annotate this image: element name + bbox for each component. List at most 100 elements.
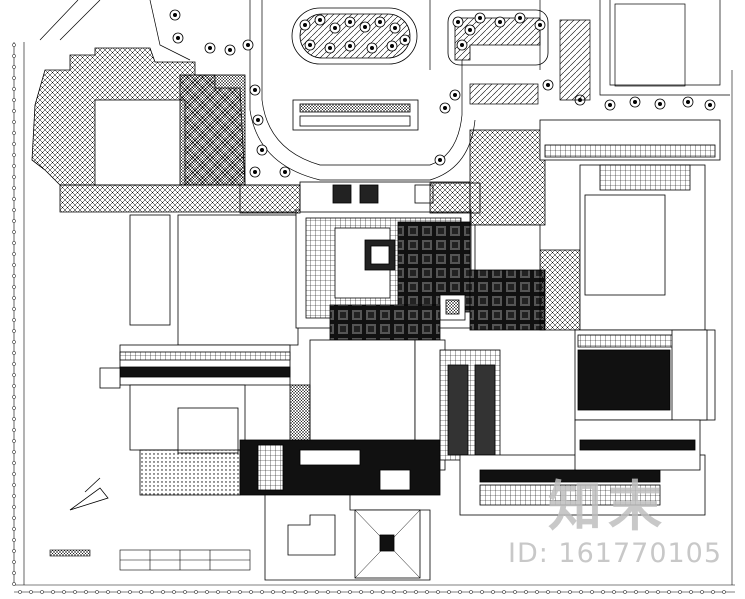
- grid-marker: [12, 153, 16, 157]
- grid-marker: [12, 175, 16, 179]
- grid-marker: [12, 197, 16, 201]
- grid-marker: [29, 590, 33, 594]
- watermark-logo: 知末: [548, 475, 668, 538]
- tree-center: [608, 103, 612, 107]
- tree-center: [546, 83, 550, 87]
- grid-marker: [12, 505, 16, 509]
- tree-symbols: [169, 9, 716, 178]
- grid-marker: [12, 560, 16, 564]
- grid-marker: [337, 590, 341, 594]
- grid-marker: [12, 351, 16, 355]
- grid-marker: [12, 428, 16, 432]
- tree-center: [176, 36, 180, 40]
- grid-marker: [73, 590, 77, 594]
- grid-marker: [183, 590, 187, 594]
- grid-marker: [128, 590, 132, 594]
- tree-center: [328, 46, 332, 50]
- grid-marker: [40, 590, 44, 594]
- grid-marker: [568, 590, 572, 594]
- tree-center: [390, 44, 394, 48]
- tree-center: [348, 20, 352, 24]
- grid-marker: [12, 120, 16, 124]
- grid-marker: [12, 186, 16, 190]
- grid-marker: [150, 590, 154, 594]
- grid-marker: [12, 472, 16, 476]
- grid-marker: [12, 483, 16, 487]
- grid-marker: [12, 43, 16, 47]
- grid-marker: [315, 590, 319, 594]
- grid-marker: [711, 590, 715, 594]
- grid-marker: [172, 590, 176, 594]
- grid-marker: [678, 590, 682, 594]
- grid-marker: [623, 590, 627, 594]
- lower-courtyard: [289, 339, 501, 471]
- tree-center: [658, 102, 662, 106]
- grid-marker: [12, 362, 16, 366]
- tree-center: [308, 43, 312, 47]
- grid-marker: [656, 590, 660, 594]
- grid-marker: [12, 252, 16, 256]
- tree-center: [438, 158, 442, 162]
- grid-marker: [51, 590, 55, 594]
- grid-marker: [12, 142, 16, 146]
- grid-marker: [612, 590, 616, 594]
- grid-marker: [12, 329, 16, 333]
- grid-marker: [12, 230, 16, 234]
- grid-marker: [238, 590, 242, 594]
- grid-marker: [359, 590, 363, 594]
- east-buildings: [539, 119, 721, 421]
- grid-marker: [12, 241, 16, 245]
- south-plaza: [264, 494, 431, 581]
- grid-marker: [117, 590, 121, 594]
- grid-marker: [12, 208, 16, 212]
- grid-marker: [12, 76, 16, 80]
- tree-center: [393, 26, 397, 30]
- grid-marker: [12, 296, 16, 300]
- grid-marker: [12, 538, 16, 542]
- tree-center: [633, 100, 637, 104]
- grid-marker: [227, 590, 231, 594]
- grid-marker: [546, 590, 550, 594]
- tree-center: [260, 148, 264, 152]
- grid-marker: [12, 274, 16, 278]
- grid-marker: [326, 590, 330, 594]
- grid-marker: [12, 164, 16, 168]
- watermark-id: ID: 161770105: [508, 538, 723, 569]
- tree-center: [253, 170, 257, 174]
- tree-center: [453, 93, 457, 97]
- grid-marker: [95, 590, 99, 594]
- grid-marker: [414, 590, 418, 594]
- grid-marker: [12, 219, 16, 223]
- grid-marker: [645, 590, 649, 594]
- tree-center: [538, 23, 542, 27]
- tree-center: [246, 43, 250, 47]
- grid-marker: [12, 263, 16, 267]
- grid-marker: [634, 590, 638, 594]
- tree-center: [460, 43, 464, 47]
- tree-center: [456, 20, 460, 24]
- tree-center: [333, 26, 337, 30]
- southeast-wing: [459, 419, 706, 516]
- north-arrow: [69, 477, 109, 511]
- grid-marker: [403, 590, 407, 594]
- tree-center: [498, 20, 502, 24]
- grid-marker: [12, 582, 16, 586]
- bottom-dimension-ticks: [18, 590, 726, 594]
- grid-marker: [480, 590, 484, 594]
- grid-marker: [12, 494, 16, 498]
- grid-marker: [216, 590, 220, 594]
- grid-marker: [12, 65, 16, 69]
- tree-center: [283, 170, 287, 174]
- grid-marker: [271, 590, 275, 594]
- grid-marker: [304, 590, 308, 594]
- central-courtyard: [295, 209, 472, 341]
- tree-center: [348, 44, 352, 48]
- grid-marker: [12, 516, 16, 520]
- grid-marker: [12, 340, 16, 344]
- grid-marker: [12, 395, 16, 399]
- tree-center: [303, 23, 307, 27]
- grid-marker: [601, 590, 605, 594]
- tree-center: [403, 38, 407, 42]
- grid-marker: [106, 590, 110, 594]
- grid-marker: [689, 590, 693, 594]
